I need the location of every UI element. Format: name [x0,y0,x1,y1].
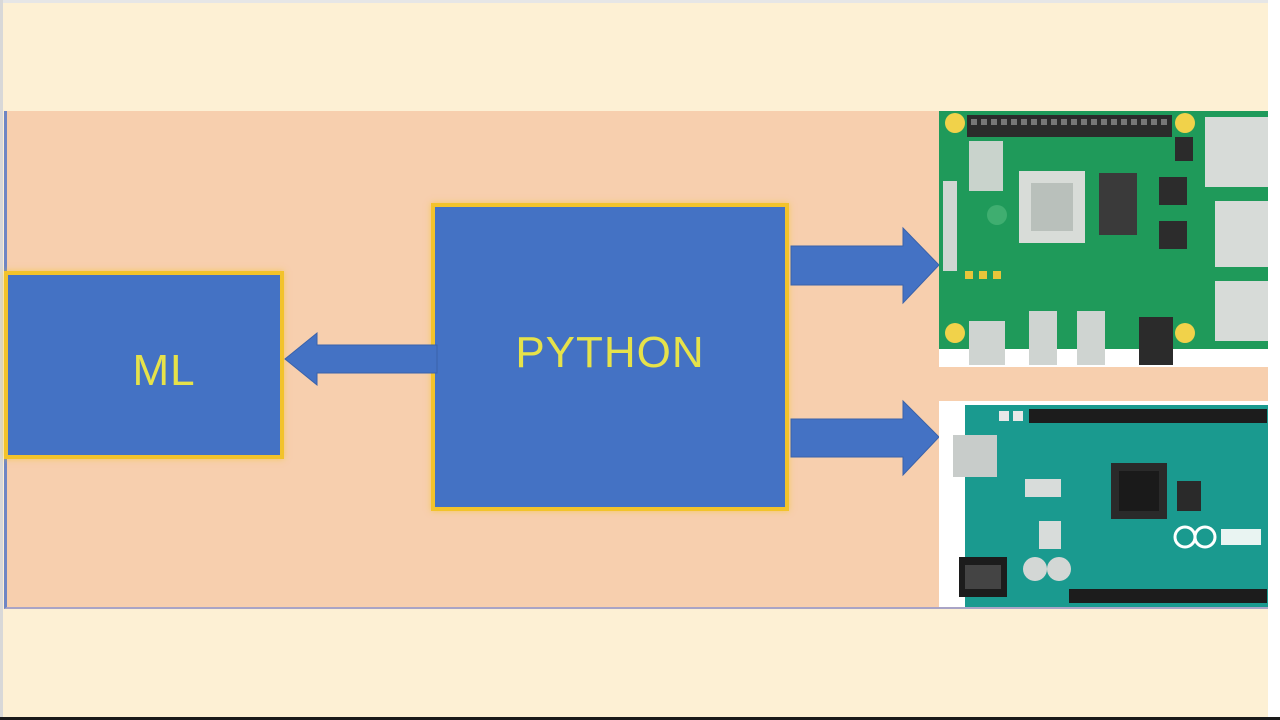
raspberry-pi-image [939,111,1268,367]
arrows-layer [284,226,940,477]
ml-label: ML [132,346,196,395]
raspberry-pi-board [939,111,1268,367]
frame-bottom-edge [0,717,1280,720]
diagram-slide: ML PYTHON [4,111,1268,609]
ml-box: ML [4,271,284,459]
arrow-python-to-rpi [790,226,940,305]
frame-top-edge [0,0,1280,3]
python-label: PYTHON [515,328,705,377]
arrow-python-to-arduino [790,399,940,477]
frame-right-edge [1268,0,1280,720]
arrow-python-to-ml [284,331,438,387]
frame-left-edge [0,0,3,720]
arduino-image [939,401,1268,607]
arduino-board [939,401,1268,607]
python-box: PYTHON [431,203,789,511]
